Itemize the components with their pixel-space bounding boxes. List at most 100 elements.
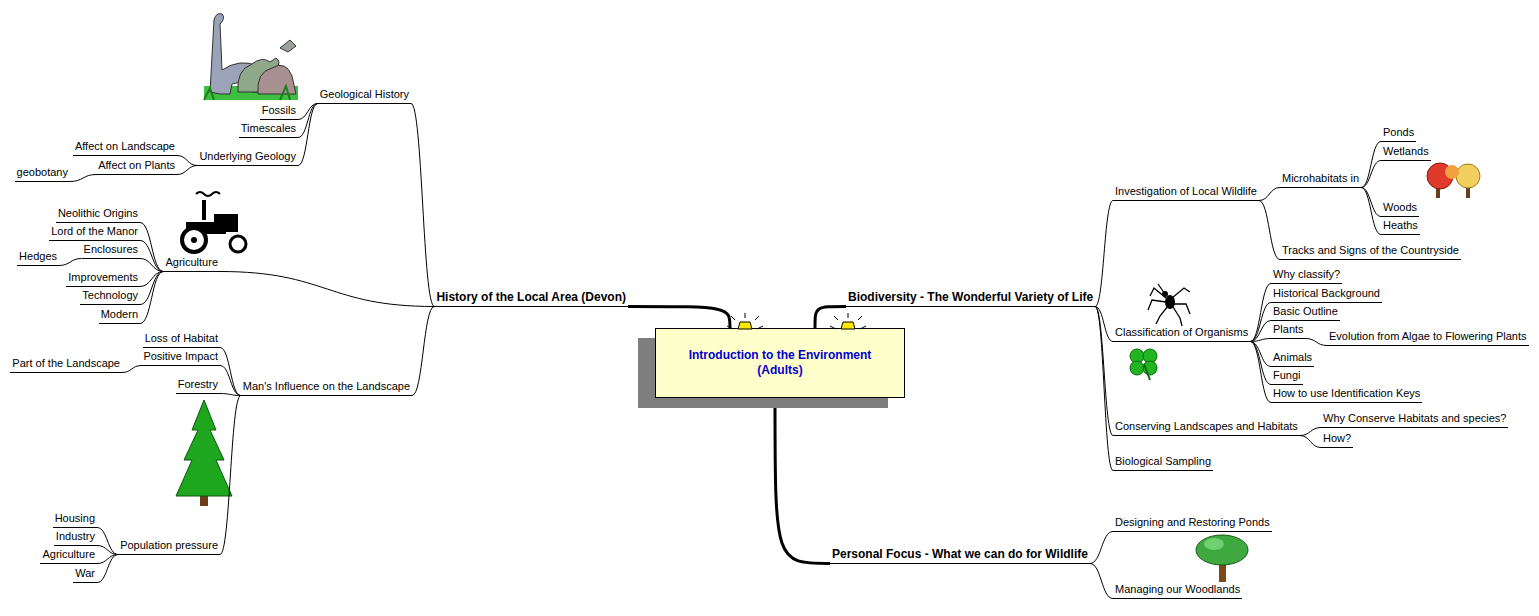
topic-text: Population pressure bbox=[120, 539, 218, 551]
branch-line bbox=[140, 259, 163, 272]
topic-text: Fossils bbox=[262, 104, 296, 116]
topic-text: Affect on Landscape bbox=[75, 140, 175, 152]
topic-text: Woods bbox=[1383, 201, 1417, 213]
subtopic-label: Affect on Landscape bbox=[73, 140, 177, 156]
topic-text: Fungi bbox=[1273, 369, 1301, 381]
spider-picture bbox=[1148, 284, 1190, 326]
subtopic-label: Industry bbox=[54, 530, 97, 546]
branch-line bbox=[412, 307, 434, 396]
subtopic-label: geobotany bbox=[15, 166, 70, 182]
subtopic-label: Geological History bbox=[318, 88, 411, 104]
topic-text: Geological History bbox=[320, 88, 409, 100]
topic-text: Affect on Plants bbox=[98, 159, 175, 171]
topic-text: Classification of Organisms bbox=[1115, 326, 1248, 338]
branch-line bbox=[815, 307, 846, 329]
topic-text: Agriculture bbox=[165, 256, 218, 268]
subtopic-label: Fossils bbox=[260, 104, 298, 120]
branch-line bbox=[411, 104, 434, 307]
branch-line bbox=[1306, 339, 1327, 346]
subtopic-label: Hedges bbox=[17, 250, 59, 266]
topic-text: Basic Outline bbox=[1273, 305, 1338, 317]
topic-text: Evolution from Algae to Flowering Plants bbox=[1329, 330, 1527, 342]
subtopic-label: Neolithic Origins bbox=[56, 207, 140, 223]
subtopic-label: Affect on Plants bbox=[96, 159, 177, 175]
branch-line bbox=[1090, 564, 1113, 599]
topic-text: Hedges bbox=[19, 250, 57, 262]
dinosaur-picture bbox=[204, 14, 298, 100]
branch-line bbox=[1250, 303, 1271, 342]
topic-text: Neolithic Origins bbox=[58, 207, 138, 219]
topic-text: Investigation of Local Wildlife bbox=[1115, 185, 1257, 197]
branch-line bbox=[140, 241, 163, 272]
subtopic-label: Historical Background bbox=[1271, 287, 1382, 303]
subtopic-label: Basic Outline bbox=[1271, 305, 1340, 321]
topic-text: Agriculture bbox=[42, 548, 95, 560]
topic-text: Technology bbox=[82, 289, 138, 301]
branch-line bbox=[220, 394, 241, 396]
subtopic-label: Modern bbox=[99, 308, 140, 324]
branch-line bbox=[1095, 201, 1113, 307]
topic-text: Managing our Woodlands bbox=[1115, 583, 1240, 595]
branch-line bbox=[1259, 188, 1280, 201]
main-branch-topic: Biodiversity - The Wonderful Variety of … bbox=[846, 290, 1095, 307]
branch-line bbox=[220, 366, 241, 396]
topic-text: Man's Influence on the Landscape bbox=[243, 380, 410, 392]
branch-line bbox=[1361, 142, 1381, 188]
subtopic-label: Woods bbox=[1381, 201, 1419, 217]
branch-line bbox=[1300, 436, 1321, 448]
branch-line bbox=[220, 348, 241, 396]
topic-text: Industry bbox=[56, 530, 95, 542]
branch-line bbox=[1090, 532, 1113, 564]
branch-line bbox=[140, 272, 163, 324]
topic-text: Designing and Restoring Ponds bbox=[1115, 516, 1270, 528]
topic-text: Underlying Geology bbox=[199, 150, 296, 162]
central-topic: Introduction to the Environment (Adults) bbox=[655, 328, 905, 398]
subtopic-label: Why classify? bbox=[1271, 268, 1342, 284]
topic-text: Positive Impact bbox=[143, 350, 218, 362]
topic-text: Housing bbox=[55, 512, 95, 524]
branch-line bbox=[97, 546, 118, 555]
branch-line bbox=[1361, 161, 1381, 188]
subtopic-label: Biological Sampling bbox=[1113, 455, 1213, 471]
topic-text: Plants bbox=[1273, 323, 1304, 335]
branch-line bbox=[775, 398, 830, 564]
branch-line bbox=[1250, 284, 1271, 342]
branch-line bbox=[628, 307, 730, 329]
subtopic-label: Improvements bbox=[66, 271, 140, 287]
topic-text: How? bbox=[1323, 432, 1351, 444]
subtopic-label: Plants bbox=[1271, 323, 1306, 339]
subtopic-label: Housing bbox=[53, 512, 97, 528]
branch-line bbox=[1250, 342, 1271, 403]
main-branch-topic: History of the Local Area (Devon) bbox=[434, 290, 628, 307]
topic-text: geobotany bbox=[17, 166, 68, 178]
topic-text: Improvements bbox=[68, 271, 138, 283]
subtopic-label: Technology bbox=[80, 289, 140, 305]
subtopic-label: Conserving Landscapes and Habitats bbox=[1113, 420, 1300, 436]
subtopic-label: Fungi bbox=[1271, 369, 1303, 385]
branch-line bbox=[1250, 342, 1271, 385]
topic-text: Forestry bbox=[178, 378, 218, 390]
branch-line bbox=[140, 223, 163, 272]
topic-text: Loss of Habitat bbox=[145, 332, 218, 344]
subtopic-label: Investigation of Local Wildlife bbox=[1113, 185, 1259, 201]
subtopic-label: Lord of the Manor bbox=[49, 225, 140, 241]
subtopic-label: Forestry bbox=[176, 378, 220, 394]
topic-text: Personal Focus - What we can do for Wild… bbox=[832, 547, 1088, 561]
topic-text: Animals bbox=[1273, 351, 1312, 363]
topic-text: Enclosures bbox=[84, 243, 138, 255]
branch-line bbox=[177, 166, 197, 175]
main-branch-topic: Personal Focus - What we can do for Wild… bbox=[830, 547, 1090, 564]
lamp-icon bbox=[727, 313, 763, 329]
topic-text: Biodiversity - The Wonderful Variety of … bbox=[848, 290, 1093, 304]
topic-text: History of the Local Area (Devon) bbox=[436, 290, 626, 304]
subtopic-label: Animals bbox=[1271, 351, 1314, 367]
topic-text: Wetlands bbox=[1383, 145, 1429, 157]
topic-text: How to use Identification Keys bbox=[1273, 387, 1420, 399]
branch-line bbox=[59, 259, 82, 266]
topic-text: Historical Background bbox=[1273, 287, 1380, 299]
topic-text: Biological Sampling bbox=[1115, 455, 1211, 467]
subtopic-label: Population pressure bbox=[118, 539, 220, 555]
branch-line bbox=[1095, 307, 1113, 471]
subtopic-label: Timescales bbox=[239, 122, 298, 138]
subtopic-label: War bbox=[73, 567, 97, 583]
